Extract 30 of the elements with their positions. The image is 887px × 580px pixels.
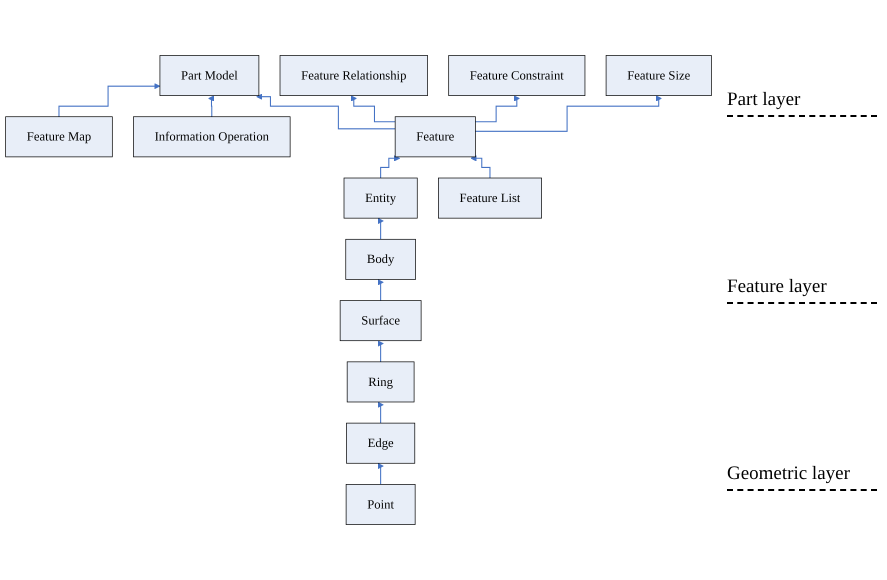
arrow (378, 279, 384, 302)
node-box: Feature (394, 116, 476, 158)
arrow (470, 155, 490, 179)
arrow (256, 94, 396, 130)
arrow (378, 218, 384, 240)
arrow (475, 95, 520, 122)
node-box: Feature Constraint (448, 55, 586, 96)
arrow (58, 83, 160, 118)
node-box: Surface (340, 300, 422, 342)
layer-label: Part layer (727, 89, 877, 118)
arrow (378, 402, 384, 424)
node-box: Ring (346, 361, 414, 402)
node-box: Feature Map (5, 116, 113, 158)
layer-label: Geometric layer (727, 462, 877, 491)
arrow (350, 95, 396, 122)
node-box: Point (346, 484, 416, 525)
node-box: Feature Relationship (280, 55, 428, 96)
node-box: Entity (344, 178, 418, 219)
node-box: Part Model (160, 55, 260, 96)
arrow (475, 95, 662, 132)
node-box: Information Operation (133, 116, 290, 158)
node-box: Body (345, 238, 416, 280)
node-box: Edge (346, 422, 416, 464)
arrow (208, 95, 214, 118)
node-box: Feature Size (606, 55, 712, 96)
node-box: Feature List (438, 178, 542, 219)
arrow (380, 155, 400, 179)
arrow (378, 340, 384, 362)
arrow (378, 462, 384, 485)
layer-label: Feature layer (727, 276, 877, 304)
